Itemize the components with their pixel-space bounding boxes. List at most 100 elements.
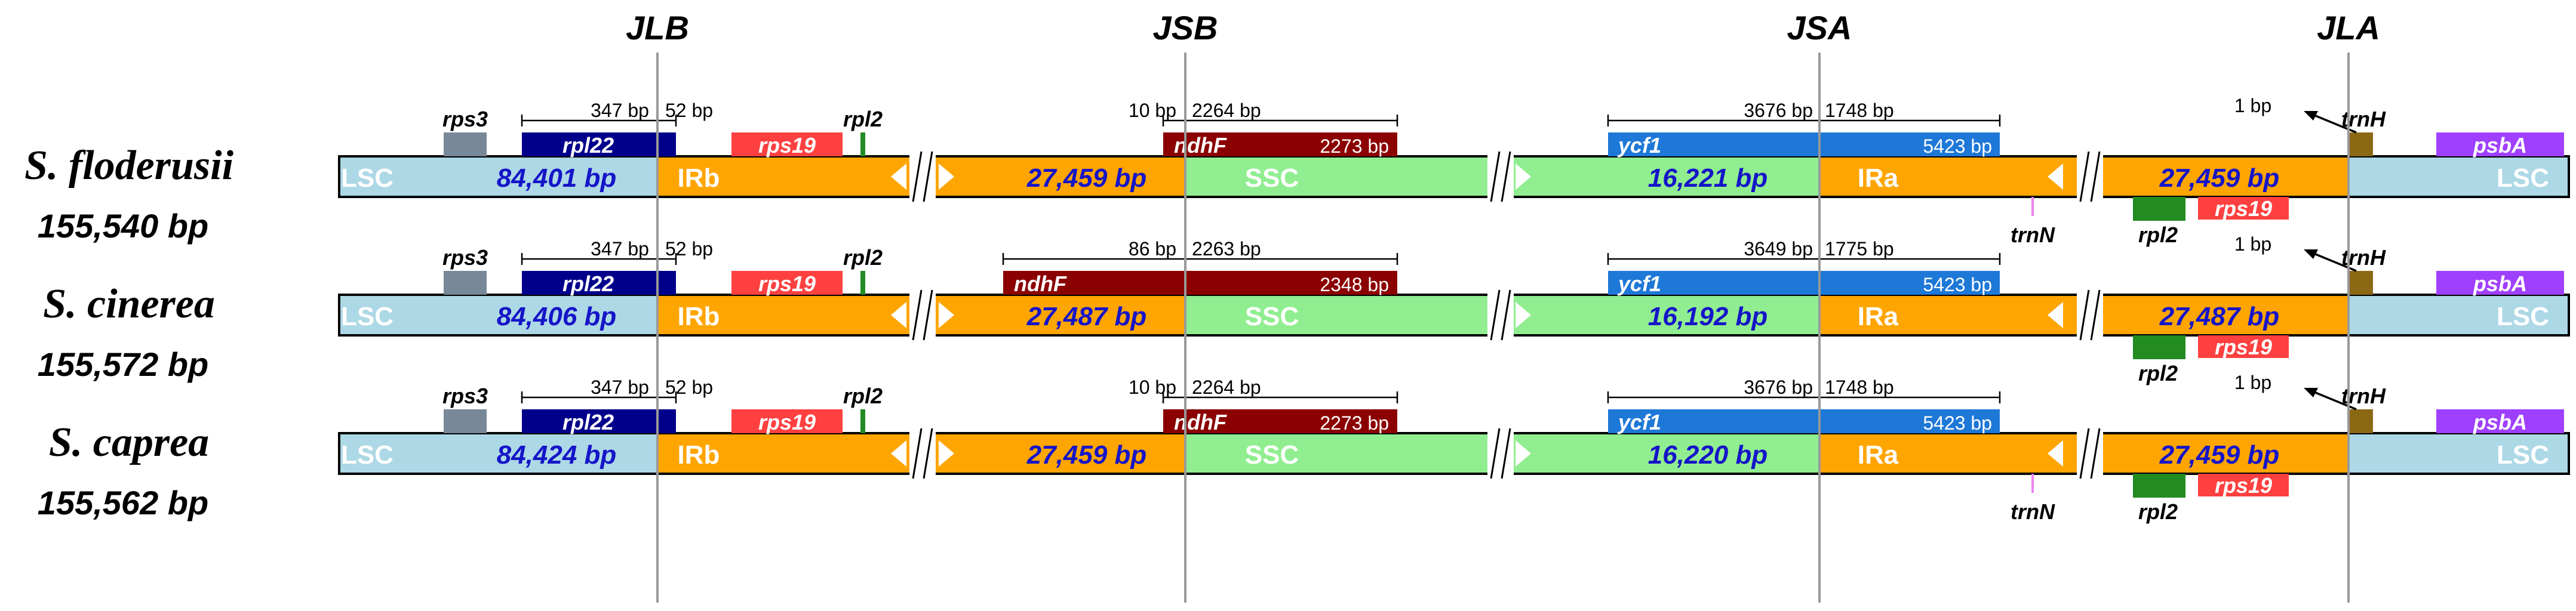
junction-label-jsa: JSA bbox=[1787, 9, 1852, 47]
break-mark-2-slash-2 bbox=[1501, 428, 1511, 479]
psbA-label: psbA bbox=[2473, 410, 2527, 434]
irb-segment bbox=[657, 433, 937, 474]
lsc-segment-left bbox=[339, 433, 657, 474]
ssc-segment-left bbox=[1185, 156, 1502, 197]
break-mark-2-slash-1 bbox=[1490, 428, 1501, 479]
jlb-right-length: 52 bp bbox=[665, 377, 713, 398]
rps19-gene bbox=[731, 409, 843, 433]
rpl2-gene-ira bbox=[2133, 197, 2185, 221]
ssc-length: 16,192 bp bbox=[1648, 302, 1768, 331]
rps19-label: rps19 bbox=[758, 410, 816, 434]
rpl22-label: rpl22 bbox=[562, 410, 614, 434]
ndhF-gene bbox=[1003, 271, 1397, 295]
irb-segment-end bbox=[937, 156, 1185, 197]
region-label-ira: IRa bbox=[1858, 163, 1899, 193]
trnH-gene bbox=[2349, 271, 2373, 295]
break-mark-1-slash-2 bbox=[923, 428, 933, 479]
ndhF-gene bbox=[1163, 132, 1397, 156]
ycf1-label: ycf1 bbox=[1617, 133, 1661, 158]
jla-length: 1 bp bbox=[2234, 233, 2271, 255]
jsb-measure bbox=[1162, 391, 1398, 403]
region-label-ira: IRa bbox=[1858, 440, 1899, 470]
ssc-segment-left bbox=[1185, 433, 1502, 474]
ssc-length: 16,220 bp bbox=[1648, 440, 1768, 470]
break-mark-3-slash-2 bbox=[2090, 289, 2101, 341]
jlb-left-length: 347 bp bbox=[591, 238, 649, 260]
jsb-left-length: 86 bp bbox=[1129, 238, 1176, 260]
region-label-irb: IRb bbox=[678, 440, 720, 470]
jsb-left-length: 10 bp bbox=[1129, 100, 1176, 121]
jsa-measure bbox=[1607, 253, 2001, 265]
rps3-label: rps3 bbox=[442, 384, 488, 408]
irb-segment-end bbox=[937, 433, 1185, 474]
rpl22-gene bbox=[522, 409, 676, 433]
species-name: S. floderusii bbox=[24, 143, 234, 189]
psbA-gene bbox=[2436, 271, 2564, 295]
jsa-measure bbox=[1607, 115, 2001, 126]
break-mark-2-slash-1 bbox=[1490, 151, 1501, 202]
irb-segment-end bbox=[937, 295, 1185, 335]
irb-segment bbox=[657, 295, 937, 335]
break-mark-1-gap bbox=[909, 430, 936, 477]
break-mark-2-gap bbox=[1487, 291, 1514, 339]
break-mark-3-slash-2 bbox=[2090, 151, 2101, 202]
junction-label-jlb: JLB bbox=[626, 9, 689, 47]
ssc-segment-left bbox=[1185, 295, 1502, 335]
rpl2-label-ira: rpl2 bbox=[2138, 499, 2178, 524]
irb-length: 27,487 bp bbox=[1026, 302, 1147, 331]
species-total-length: 155,540 bp bbox=[38, 207, 208, 245]
break-mark-2 bbox=[1487, 289, 1514, 341]
rpl22-label: rpl22 bbox=[562, 271, 614, 296]
ira-length: 27,459 bp bbox=[2159, 440, 2280, 470]
jlb-right-length: 52 bp bbox=[665, 100, 713, 121]
irb-end-notch bbox=[891, 440, 906, 467]
ira-segment bbox=[1819, 156, 2087, 197]
irb-start-notch bbox=[939, 440, 954, 467]
region-label-irb: IRb bbox=[678, 163, 720, 193]
lsc-length: 84,401 bp bbox=[497, 163, 617, 193]
break-mark-3-slash-1 bbox=[2079, 151, 2090, 202]
rps3-gene bbox=[444, 271, 487, 295]
rpl2-label-ira: rpl2 bbox=[2138, 361, 2178, 385]
jlb-measure bbox=[521, 391, 677, 403]
trnH-gene bbox=[2349, 132, 2373, 156]
rpl2-label: rpl2 bbox=[843, 107, 883, 131]
break-mark-3-slash-1 bbox=[2079, 428, 2090, 479]
ycf1-gene bbox=[1608, 271, 2000, 295]
break-mark-2 bbox=[1487, 428, 1514, 479]
break-mark-3-slash-2 bbox=[2090, 428, 2101, 479]
lsc-segment-left bbox=[339, 295, 657, 335]
ndhF-label: ndhF bbox=[1174, 410, 1227, 434]
rps19-label-ira: rps19 bbox=[2215, 473, 2272, 498]
break-mark-3 bbox=[2077, 151, 2103, 202]
break-mark-2-slash-2 bbox=[1501, 289, 1511, 341]
jsa-measure bbox=[1607, 391, 2001, 403]
species-total-length: 155,562 bp bbox=[38, 484, 208, 521]
rps19-gene bbox=[731, 271, 843, 295]
trnH-arrowhead bbox=[2304, 111, 2318, 121]
break-mark-1-gap bbox=[909, 291, 936, 339]
break-mark-1-slash-2 bbox=[923, 151, 933, 202]
ira-segment-end bbox=[2087, 295, 2348, 335]
lsc-length: 84,406 bp bbox=[497, 302, 617, 331]
junction-label-jsb: JSB bbox=[1153, 9, 1218, 47]
ycf1-length: 5423 bp bbox=[1923, 274, 1992, 295]
rps19-label: rps19 bbox=[758, 271, 816, 296]
lsc-segment-right bbox=[2348, 295, 2569, 335]
ssc-segment-right bbox=[1502, 156, 1819, 197]
region-label-lsc: LSC bbox=[341, 302, 394, 331]
irb-start-notch bbox=[939, 302, 954, 328]
rpl2-label-ira: rpl2 bbox=[2138, 223, 2178, 247]
jsa-right-length: 1748 bp bbox=[1825, 377, 1894, 398]
jsb-measure bbox=[1002, 253, 1398, 265]
irb-length: 27,459 bp bbox=[1026, 440, 1147, 470]
break-mark-3 bbox=[2077, 428, 2103, 479]
rps19-gene-ira bbox=[2198, 335, 2289, 358]
break-mark-1-slash-2 bbox=[923, 289, 933, 341]
ira-segment bbox=[1819, 295, 2087, 335]
ndhF-length: 2273 bp bbox=[1320, 412, 1389, 434]
region-label-lsc-right: LSC bbox=[2497, 302, 2549, 331]
region-label-irb: IRb bbox=[678, 302, 720, 331]
ssc-length: 16,221 bp bbox=[1648, 163, 1768, 193]
